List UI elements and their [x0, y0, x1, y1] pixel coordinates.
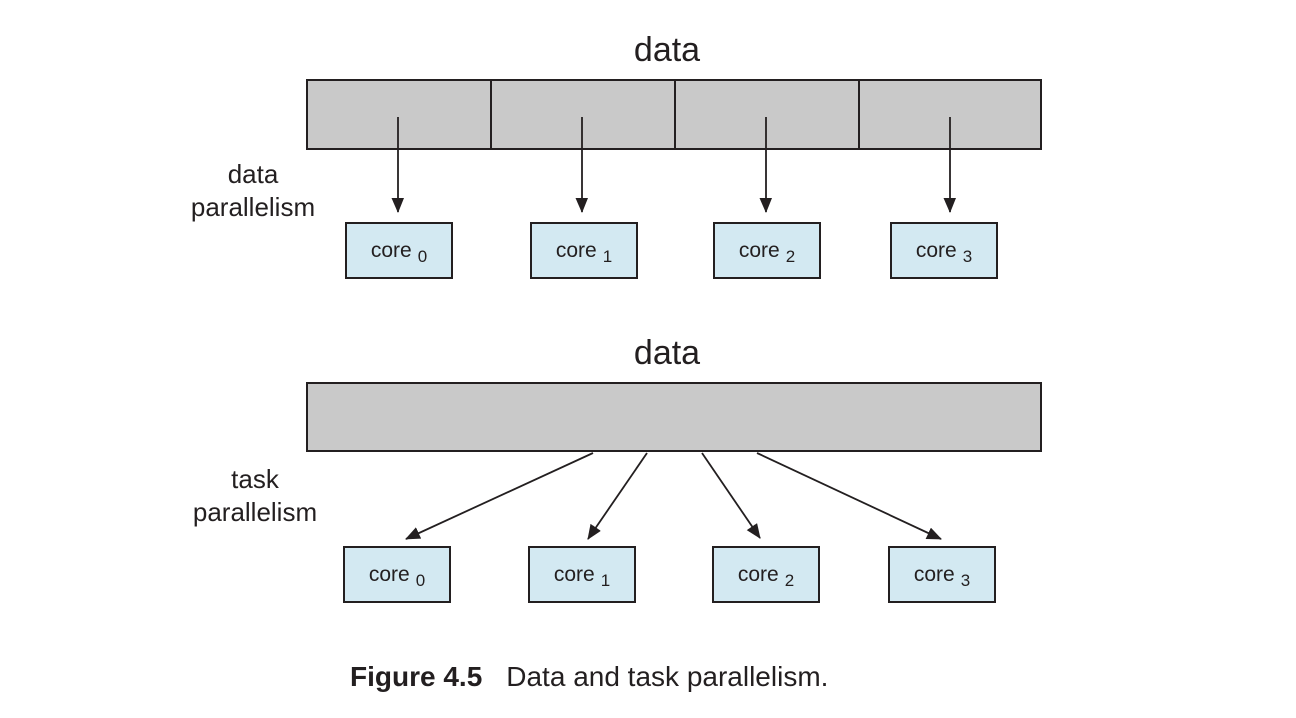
core-subscript: 0 — [415, 570, 426, 590]
core-label: core — [368, 562, 410, 586]
core-subscript: 2 — [784, 570, 795, 590]
task-flow-arrow-3 — [756, 452, 942, 540]
data-bar-whole — [306, 382, 1042, 452]
task-flow-arrow-0 — [405, 452, 594, 540]
core-label: core — [553, 562, 595, 586]
core-label: core — [737, 562, 779, 586]
bar-divider — [490, 81, 492, 148]
figure-caption-text: Data and task parallelism. — [506, 661, 829, 692]
data-parallelism-label: data parallelism — [143, 158, 363, 224]
data-parallelism-title: data — [633, 31, 701, 69]
core-label: core — [370, 238, 412, 262]
figure-caption: Figure 4.5 Data and task parallelism. — [350, 661, 828, 693]
task-parallelism-label-line1: task — [231, 464, 279, 494]
data-bar-segmented — [306, 79, 1042, 150]
figure-caption-label: Figure 4.5 — [350, 661, 483, 692]
core-subscript: 2 — [785, 246, 796, 266]
core-subscript: 1 — [600, 570, 611, 590]
core-subscript: 0 — [417, 246, 428, 266]
bar-divider — [858, 81, 860, 148]
data-parallelism-label-line2: parallelism — [190, 192, 316, 222]
data-parallelism-label-line1: data — [227, 159, 279, 189]
core-subscript: 3 — [962, 246, 973, 266]
task-flow-arrow-1 — [587, 452, 648, 540]
task-parallelism-title: data — [633, 334, 701, 372]
core-label: core — [555, 238, 597, 262]
core-label: core — [738, 238, 780, 262]
task-flow-arrow-2 — [701, 452, 761, 539]
core-label: core — [913, 562, 955, 586]
task-parallelism-label: task parallelism — [145, 463, 365, 529]
core-label: core — [915, 238, 957, 262]
task-parallelism-label-line2: parallelism — [192, 497, 318, 527]
core-subscript: 3 — [960, 570, 971, 590]
core-subscript: 1 — [602, 246, 613, 266]
bar-divider — [674, 81, 676, 148]
